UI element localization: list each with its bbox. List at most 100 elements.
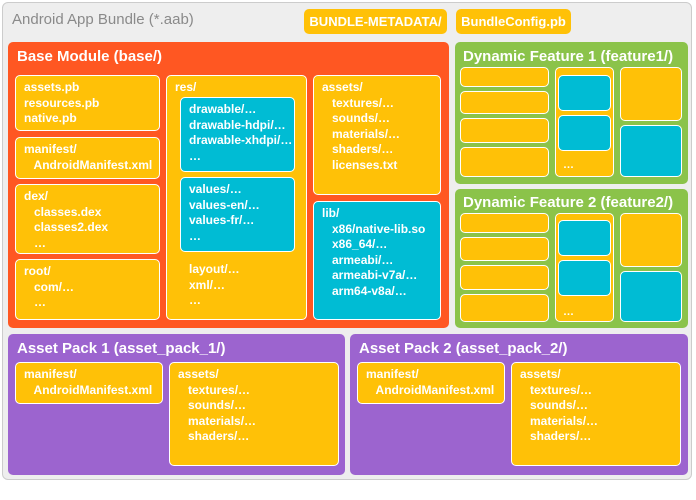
- asset-pack-2-manifest-card: [357, 362, 505, 404]
- values-list: values/…values-en/…values-fr/……: [189, 182, 260, 244]
- path-entry: armeabi-v7a/…: [322, 268, 418, 282]
- feature1-res-inner: [558, 75, 611, 111]
- bundle-metadata-box: BUNDLE-METADATA/: [304, 9, 447, 34]
- feature1-assets-box: [620, 67, 682, 121]
- path-entry: textures/…: [178, 382, 251, 397]
- path-entry: dex/: [24, 189, 49, 203]
- root-card: [15, 259, 160, 320]
- feature2-res-inner: [558, 220, 611, 256]
- feature1-file-box: [460, 147, 549, 177]
- values-card: [180, 177, 295, 252]
- path-entry: sounds/…: [178, 398, 247, 412]
- path-entry: classes.dex: [24, 204, 102, 219]
- path-entry: values-en/…: [189, 197, 260, 212]
- path-entry: AndroidManifest.xml: [24, 382, 153, 397]
- asset-pack-2-title: Asset Pack 2 (asset_pack_2/): [359, 340, 568, 357]
- asset-pack-1-assets-card: [169, 362, 339, 466]
- path-entry: licenses.txt: [322, 157, 398, 172]
- path-entry: assets.pb: [24, 80, 80, 94]
- path-entry: shaders/…: [178, 429, 250, 443]
- path-entry: AndroidManifest.xml: [24, 157, 153, 172]
- bundle-title: Android App Bundle (*.aab): [12, 11, 194, 28]
- feature2-ellipsis: …: [563, 306, 574, 318]
- path-entry: AndroidManifest.xml: [366, 382, 495, 397]
- path-entry: manifest/: [24, 367, 77, 381]
- dex-list: dex/ classes.dex classes2.dex …: [24, 189, 108, 251]
- feature1-ellipsis: …: [563, 159, 574, 171]
- path-entry: materials/…: [520, 413, 599, 428]
- path-entry: assets/: [322, 80, 363, 94]
- path-entry: sounds/…: [520, 398, 589, 412]
- base-module-title: Base Module (base/): [17, 48, 163, 65]
- path-entry: assets/: [178, 367, 219, 381]
- asset-pack-2-manifest-list: manifest/ AndroidManifest.xml: [366, 367, 494, 398]
- path-entry: values/…: [189, 182, 242, 196]
- path-entry: sounds/…: [322, 111, 391, 125]
- lib-list: lib/ x86/native-lib.so x86_64/… armeabi/…: [322, 206, 425, 299]
- root-list: root/ com/… …: [24, 264, 74, 311]
- feature1-file-box: [460, 118, 549, 143]
- pb-files-card: [15, 75, 160, 131]
- path-entry: shaders/…: [520, 429, 592, 443]
- path-entry: materials/…: [322, 126, 401, 141]
- feature2-title: Dynamic Feature 2 (feature2/): [463, 194, 674, 211]
- path-entry: textures/…: [520, 382, 593, 397]
- lib-card: [313, 201, 441, 320]
- asset-pack-2-assets-list: assets/ textures/… sounds/… materials/… …: [520, 367, 598, 445]
- feature2-file-box: [460, 213, 549, 233]
- path-entry: resources.pb: [24, 95, 100, 110]
- asset-pack-1-title: Asset Pack 1 (asset_pack_1/): [17, 340, 226, 357]
- path-entry: …: [189, 293, 201, 307]
- path-entry: root/: [24, 264, 51, 278]
- base-manifest-card: [15, 137, 160, 179]
- path-entry: native.pb: [24, 111, 77, 125]
- base-assets-card: [313, 75, 441, 195]
- base-assets-list: assets/ textures/… sounds/… materials/… …: [322, 80, 400, 173]
- path-entry: …: [189, 228, 201, 243]
- path-entry: lib/: [322, 206, 340, 220]
- feature1-file-box: [460, 91, 549, 114]
- path-entry: …: [24, 235, 47, 250]
- path-entry: layout/…: [189, 262, 240, 276]
- path-entry: manifest/: [366, 367, 419, 381]
- drawables-list: drawable/…drawable-hdpi/…drawable-xhdpi/…: [189, 102, 292, 164]
- path-entry: …: [189, 148, 201, 163]
- feature1-title: Dynamic Feature 1 (feature1/): [463, 48, 674, 65]
- res-other-list: layout/…xml/……: [189, 262, 240, 309]
- feature1-res-inner: [558, 115, 611, 151]
- asset-pack-2-assets-card: [511, 362, 681, 466]
- feature1-file-box: [460, 67, 549, 87]
- path-entry: drawable-xhdpi/…: [189, 133, 293, 147]
- feature2-file-box: [460, 294, 549, 322]
- base-manifest-list: manifest/ AndroidManifest.xml: [24, 142, 152, 173]
- asset-pack-1-manifest-card: [15, 362, 163, 404]
- path-entry: x86/native-lib.so: [322, 221, 426, 236]
- feature2-file-box: [460, 265, 549, 290]
- feature2-file-box: [460, 237, 549, 261]
- path-entry: manifest/: [24, 142, 77, 156]
- feature2-lib-box: [620, 271, 682, 322]
- bundle-config-box: BundleConfig.pb: [456, 9, 571, 34]
- asset-pack-1-manifest-list: manifest/ AndroidManifest.xml: [24, 367, 152, 398]
- dex-card: [15, 184, 160, 254]
- asset-pack-1-assets-list: assets/ textures/… sounds/… materials/… …: [178, 367, 256, 445]
- path-entry: armeabi/…: [322, 252, 394, 267]
- path-entry: com/…: [24, 279, 75, 294]
- path-entry: …: [24, 295, 47, 309]
- path-entry: drawable-hdpi/…: [189, 117, 286, 132]
- res-label: res/: [175, 80, 197, 94]
- path-entry: classes2.dex: [24, 220, 109, 234]
- path-entry: values-fr/…: [189, 213, 255, 227]
- path-entry: drawable/…: [189, 102, 257, 116]
- feature2-res-inner: [558, 260, 611, 296]
- path-entry: arm64-v8a/…: [322, 283, 407, 298]
- drawables-card: [180, 97, 295, 172]
- path-entry: textures/…: [322, 95, 395, 110]
- path-entry: x86_64/…: [322, 237, 388, 251]
- path-entry: xml/…: [189, 277, 226, 292]
- path-entry: assets/: [520, 367, 561, 381]
- path-entry: materials/…: [178, 413, 257, 428]
- feature1-lib-box: [620, 125, 682, 177]
- path-entry: shaders/…: [322, 142, 394, 156]
